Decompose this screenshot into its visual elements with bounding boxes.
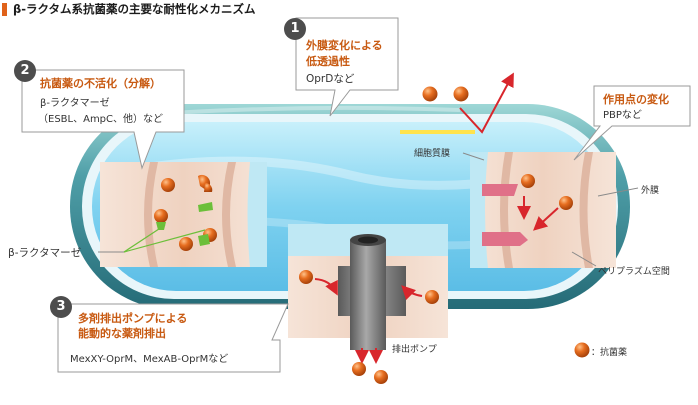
mechanism-4-detail: PBPなど xyxy=(603,110,642,121)
antibiotic-dot xyxy=(422,86,438,102)
callout-box-1 xyxy=(295,17,399,117)
label-beta-lactamase: β-ラクタマーゼ xyxy=(8,247,82,259)
mechanism-3-title-line1: 多剤排出ポンプによる xyxy=(78,312,188,325)
magnified-wall-right xyxy=(470,152,616,268)
mechanism-2-detail-line2: （ESBL、AmpC、他）など xyxy=(38,114,164,125)
mechanism-2-detail-line1: β-ラクタマーゼ xyxy=(40,98,110,109)
mechanism-1-title-line1: 外膜変化による xyxy=(306,39,383,52)
leader-outer-membrane xyxy=(597,187,639,197)
mechanism-3-title-line2: 能動的な薬剤排出 xyxy=(78,327,166,340)
page-title: β-ラクタム系抗菌薬の主要な耐性化メカニズム xyxy=(13,2,256,16)
label-periplasm: ペリプラズム空間 xyxy=(598,267,670,277)
label-outer-membrane: 外膜 xyxy=(641,186,660,196)
label-efflux-pump: 排出ポンプ xyxy=(392,345,437,355)
callout-box-2 xyxy=(21,69,185,170)
porin-highlight xyxy=(400,130,475,134)
mechanism-4-title: 作用点の変化 xyxy=(603,93,669,106)
pbp-shape xyxy=(482,184,518,196)
label-cytoplasmic-membrane: 細胞質膜 xyxy=(414,149,451,159)
magnified-wall-bottom xyxy=(288,224,448,394)
mechanism-1-badge: 1 xyxy=(284,18,306,40)
magnified-wall-left xyxy=(100,162,267,267)
legend-antibiotic-dot xyxy=(574,342,590,358)
leader-cytoplasmic-membrane xyxy=(462,152,485,161)
mechanism-2-badge: 2 xyxy=(14,60,36,82)
antibiotic-dot xyxy=(453,86,469,102)
reflection-arrow xyxy=(459,72,514,134)
mechanism-3-badge: 3 xyxy=(50,296,72,318)
mechanism-3-detail: MexXY-OprM、MexAB-OprMなど xyxy=(70,354,229,365)
page-header: β-ラクタム系抗菌薬の主要な耐性化メカニズム xyxy=(2,2,256,16)
header-accent-bar xyxy=(2,2,7,16)
leader-periplasm xyxy=(571,251,597,267)
mechanism-2-title: 抗菌薬の不活化（分解） xyxy=(40,77,161,90)
callout-box-3 xyxy=(57,303,289,373)
callout-box-4 xyxy=(573,85,691,161)
mechanism-1-detail: OprDなど xyxy=(306,73,355,85)
legend-antibiotic-label: ：抗菌薬 xyxy=(591,348,628,358)
mechanism-1-title-line2: 低透過性 xyxy=(306,55,350,68)
pbp-altered-shape xyxy=(482,232,528,246)
